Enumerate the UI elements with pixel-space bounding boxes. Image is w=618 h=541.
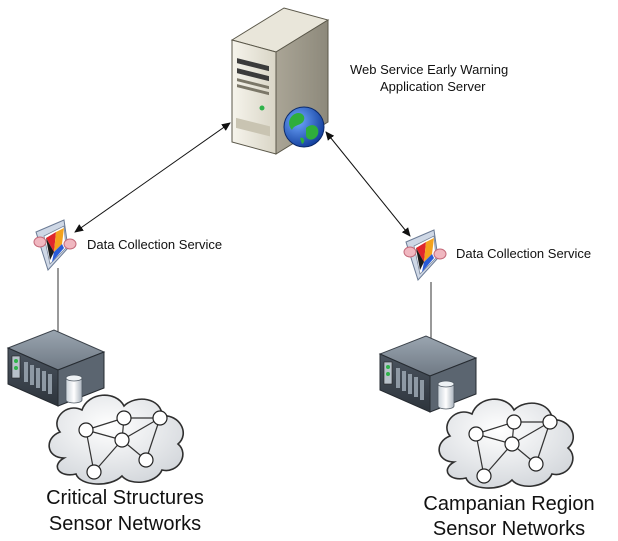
right-sensor-network-cloud-icon <box>438 398 575 489</box>
globe-icon <box>283 106 325 148</box>
link-server-right <box>325 131 411 237</box>
left-network-label-line1: Critical Structures <box>46 487 204 509</box>
server-label-line1: Web Service Early Warning <box>350 62 509 77</box>
right-service-label: Data Collection Service <box>456 246 592 261</box>
left-service-label: Data Collection Service <box>87 237 223 252</box>
link-server-left <box>74 122 231 233</box>
left-network-label-line2: Sensor Networks <box>48 513 202 535</box>
server-with-globe-icon <box>230 7 330 155</box>
left-rack-server-icon <box>7 329 105 407</box>
right-network-label-line2: Sensor Networks <box>432 518 586 540</box>
right-network-label-line1: Campanian Region <box>423 493 595 515</box>
right-data-collection-icon <box>403 229 447 281</box>
left-data-collection-icon <box>33 219 77 271</box>
left-sensor-network-cloud-icon <box>48 394 185 485</box>
right-rack-server-icon <box>379 335 477 413</box>
server-label-line2: Application Server <box>380 79 486 94</box>
